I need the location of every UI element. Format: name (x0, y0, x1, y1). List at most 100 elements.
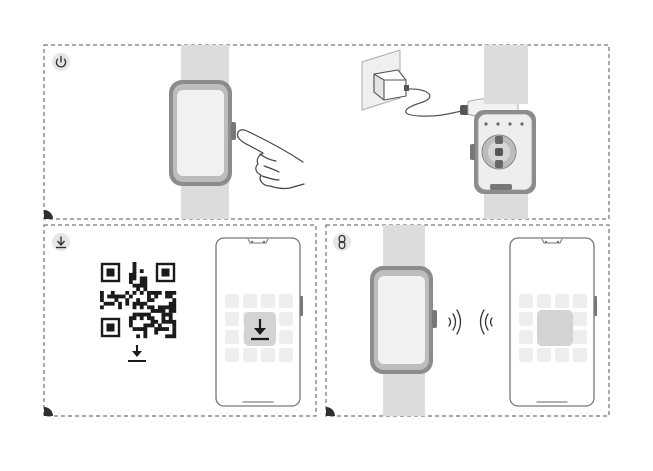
qr-module (158, 324, 162, 328)
app-grid-tile (225, 312, 239, 326)
qr-module (169, 305, 173, 309)
app-grid-tile (573, 348, 587, 362)
app-grid-tile (573, 294, 587, 308)
download-icon (52, 233, 70, 251)
side-button (432, 310, 437, 328)
qr-module (136, 334, 140, 338)
qr-module (133, 291, 137, 295)
qr-module (114, 295, 118, 299)
corner-mark (317, 407, 335, 425)
qr-module (172, 320, 176, 324)
phone-download-illustration (216, 238, 303, 406)
qr-module (154, 331, 158, 335)
watch-screen (378, 276, 425, 364)
qr-module (133, 269, 137, 273)
watch-strap-top (383, 220, 425, 272)
qr-module (162, 309, 166, 313)
signal-waves-icon (449, 310, 492, 334)
qr-module (140, 313, 144, 317)
qr-module (111, 302, 115, 306)
app-grid-tile (225, 330, 239, 344)
qr-module (172, 305, 176, 309)
qr-module (154, 295, 158, 299)
qr-module (136, 302, 140, 306)
qr-module (133, 262, 137, 266)
qr-module (104, 302, 108, 306)
side-button (231, 122, 236, 140)
qr-module (114, 298, 118, 302)
qr-module (136, 284, 140, 288)
qr-module (151, 320, 155, 324)
qr-module (143, 324, 147, 328)
qr-module (125, 291, 129, 295)
qr-module (162, 316, 166, 320)
qr-module (107, 302, 111, 306)
qr-module (140, 276, 144, 280)
app-grid-tile (555, 348, 569, 362)
qr-module (129, 273, 133, 277)
qr-module (133, 316, 137, 320)
app-grid-tile (225, 294, 239, 308)
qr-module (143, 313, 147, 317)
qr-module (140, 280, 144, 284)
qr-module (147, 313, 151, 317)
qr-module (100, 291, 104, 295)
qr-module (169, 320, 173, 324)
qr-module (125, 298, 129, 302)
qr-module (165, 291, 169, 295)
phone-pairing-illustration (510, 238, 597, 406)
qr-module (140, 327, 144, 331)
qr-module (169, 309, 173, 313)
qr-module (162, 327, 166, 331)
qr-module (111, 295, 115, 299)
qr-module (140, 291, 144, 295)
qr-module (172, 334, 176, 338)
app-grid-tile (573, 330, 587, 344)
qr-module (100, 295, 104, 299)
qr-module (169, 295, 173, 299)
charging-cable (406, 89, 466, 116)
qr-module (172, 302, 176, 306)
qr-module (154, 327, 158, 331)
qr-module (169, 334, 173, 338)
qr-module (147, 291, 151, 295)
qr-module (165, 305, 169, 309)
band-pairing-illustration (370, 220, 437, 420)
qr-module (136, 327, 140, 331)
app-grid-tile (279, 330, 293, 344)
qr-module (154, 309, 158, 313)
qr-module (133, 327, 137, 331)
app-grid-tile (519, 312, 533, 326)
qr-module (172, 298, 176, 302)
qr-module (140, 316, 144, 320)
qr-module (162, 313, 166, 317)
app-grid-tile (555, 294, 569, 308)
qr-module (133, 273, 137, 277)
qr-module (129, 324, 133, 328)
qr-code (100, 262, 176, 338)
qr-module (129, 320, 133, 324)
qr-module (129, 295, 133, 299)
app-tile (537, 310, 573, 346)
qr-module (143, 302, 147, 306)
app-grid-tile (537, 348, 551, 362)
qr-module (118, 305, 122, 309)
watch-screen (177, 90, 224, 176)
qr-module (172, 331, 176, 335)
qr-module (136, 313, 140, 317)
panel-power-on (35, 40, 609, 228)
qr-module (100, 298, 104, 302)
band-back-button (470, 144, 475, 160)
qr-module (147, 324, 151, 328)
app-grid-tile (519, 330, 533, 344)
qr-module (169, 313, 173, 317)
qr-module (162, 320, 166, 324)
qr-module (172, 291, 176, 295)
watch-strap-bottom (383, 370, 425, 420)
qr-module (143, 284, 147, 288)
qr-module (129, 280, 133, 284)
qr-module (125, 302, 129, 306)
band-back-strap-top (484, 40, 528, 104)
